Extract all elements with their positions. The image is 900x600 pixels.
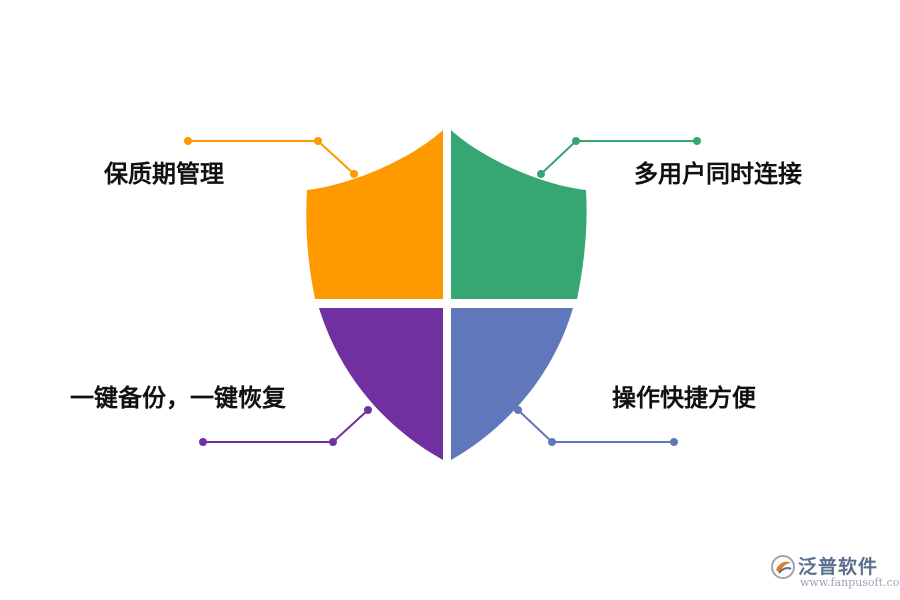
connector-bottom-right xyxy=(514,406,678,446)
shield-quadrant-bottom-left xyxy=(319,308,443,460)
shield-quadrant-top-right xyxy=(451,130,587,299)
feature-label-shelf-life-management: 保质期管理 xyxy=(104,160,224,188)
brand-logo-icon xyxy=(771,555,795,579)
feature-label-quick-operation: 操作快捷方便 xyxy=(612,384,756,412)
connector-top-right xyxy=(537,137,701,178)
shield-quadrant-top-left xyxy=(306,130,443,299)
watermark-url: www.fanpusoft.com xyxy=(800,576,900,589)
watermark-brand-name: 泛普软件 xyxy=(798,556,879,578)
brand-watermark: 泛普软件 www.fanpusoft.com xyxy=(770,552,900,594)
feature-label-backup-restore: 一键备份，一键恢复 xyxy=(70,384,286,412)
shield-quadrant-bottom-right xyxy=(451,308,573,460)
connector-top-left xyxy=(184,137,358,178)
connector-bottom-left xyxy=(199,406,372,446)
feature-label-multi-user-connection: 多用户同时连接 xyxy=(634,160,802,188)
